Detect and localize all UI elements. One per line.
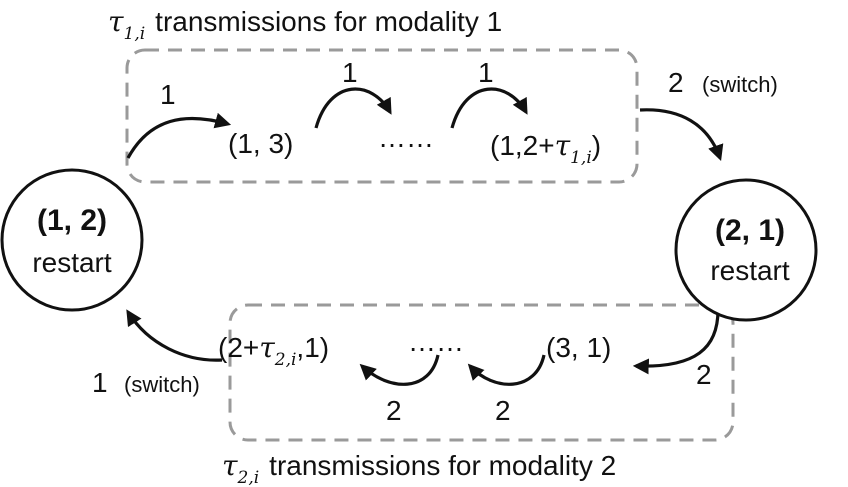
- bottom-ellipsis: ……: [408, 326, 464, 357]
- state-1-2-plus-tau: (1,2+τ1,i): [490, 129, 601, 168]
- edge-label-top-1: 1: [160, 79, 176, 110]
- state-right-sublabel: restart: [710, 255, 790, 286]
- edge-arrow-right-to-bottom: [632, 309, 720, 375]
- edge-label-switch-top-num: 2: [668, 67, 684, 98]
- edge-label-bottom-1: 2: [696, 359, 712, 390]
- edge-label-switch-top-text: (switch): [702, 72, 778, 97]
- edge-label-top-2: 1: [342, 57, 358, 88]
- edge-label-top-3: 1: [478, 57, 494, 88]
- edge-arrow-top-2: [314, 87, 392, 129]
- edge-arrow-bottom-3: [359, 354, 440, 386]
- state-right-circle: [674, 178, 818, 322]
- state-1-3: (1, 3): [228, 128, 293, 159]
- top-modality-box: [125, 48, 639, 184]
- edge-arrow-left-to-first: [126, 112, 232, 159]
- state-3-1: (3, 1): [546, 332, 611, 363]
- edge-label-bottom-3: 2: [386, 395, 402, 426]
- state-2-plus-tau-1: (2+τ2,i,1): [218, 331, 329, 370]
- state-left-circle: [0, 168, 144, 312]
- edge-label-bottom-2: 2: [495, 395, 511, 426]
- top-ellipsis: ……: [378, 122, 434, 153]
- edge-label-switch-bottom-text: (switch): [124, 372, 200, 397]
- bottom-modality-box: [228, 303, 735, 442]
- edge-arrow-top-3: [450, 87, 528, 129]
- edge-arrow-switch-to-right: [639, 108, 724, 162]
- edge-arrow-bottom-2: [467, 354, 546, 386]
- edge-arrow-switch-to-left: [126, 309, 223, 362]
- state-left-label: (1, 2): [37, 204, 107, 237]
- state-right-label: (2, 1): [715, 214, 785, 247]
- state-left-sublabel: restart: [32, 247, 112, 278]
- edge-label-switch-bottom-num: 1: [92, 367, 108, 398]
